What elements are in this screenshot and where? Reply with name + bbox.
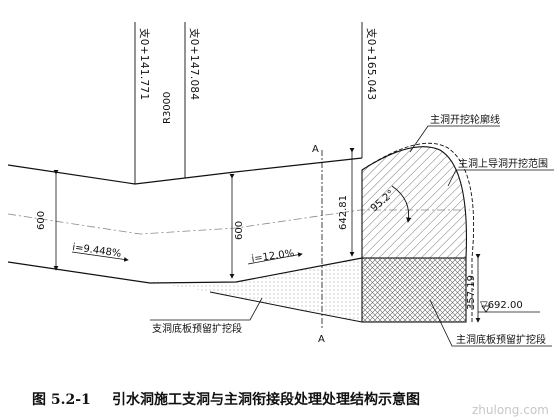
label-upper-heading: 主洞上导洞开挖范围 (458, 157, 548, 170)
angle-arc (391, 185, 412, 223)
station-label-1: 支0+141.771 (138, 28, 150, 100)
section-label-top: A (312, 144, 319, 155)
label-main-floor: 主洞底板预留扩挖段 (456, 333, 546, 346)
leader-branch-floor (150, 297, 263, 321)
station-label-3: 支0+165.043 (365, 28, 377, 100)
leader-main-contour (409, 125, 500, 153)
watermark-text: zhulong.com (472, 403, 549, 417)
main-upper-heading-zone (361, 146, 467, 259)
dim-right-height-text: 642.81 (338, 195, 349, 230)
slope-arrow-2 (247, 252, 303, 265)
dim-left-width-text: 600 (36, 211, 47, 230)
dim-bottom-height-text: 357.19 (466, 275, 477, 310)
figure-title: 引水洞施工支洞与主洞衔接段处理处理结构示意图 (112, 391, 420, 408)
branch-floor-reserved-zone (150, 258, 362, 322)
dim-mid-width-text: 600 (234, 221, 245, 240)
slope-arrow-1 (71, 251, 129, 262)
slope-text-2: i=12.0% (251, 248, 295, 265)
label-branch-floor: 支洞底板预留扩挖段 (152, 322, 242, 335)
figure-number: 图 5.2-1 (32, 392, 91, 408)
main-excavation-contour (361, 142, 475, 322)
label-main-contour: 主洞开挖轮廓线 (430, 113, 500, 126)
main-floor-reserved-zone (361, 257, 467, 323)
elevation-triangle (481, 305, 491, 313)
radius-label: R3000 (162, 92, 173, 124)
leader-upper-heading (447, 169, 554, 187)
leader-main-floor (429, 299, 552, 347)
station-label-2: 支0+147.084 (188, 28, 200, 100)
elevation-text: ▽692.00 (480, 300, 523, 311)
section-label-bottom: A (318, 334, 325, 345)
slope-text-1: i=9.448% (72, 242, 122, 260)
branch-tunnel-bottom-line (7, 257, 363, 284)
